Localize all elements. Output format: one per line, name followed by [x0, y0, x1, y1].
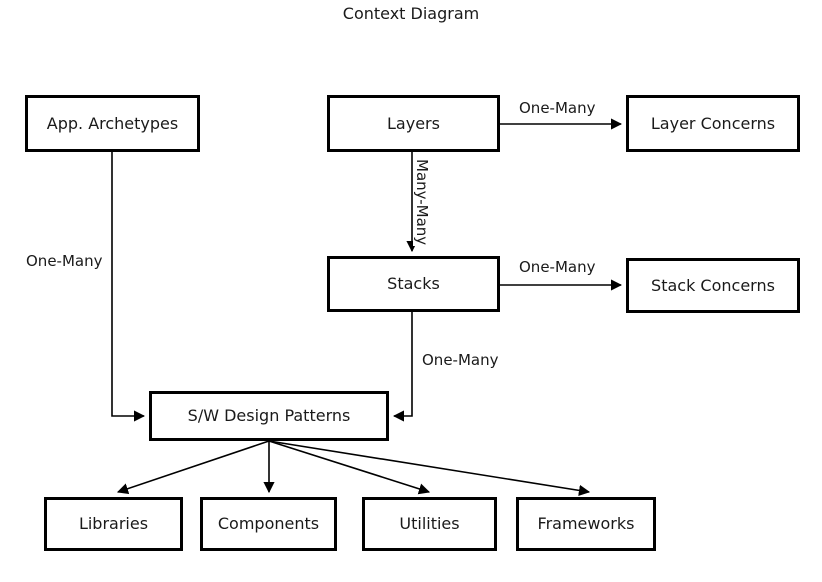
node-label: S/W Design Patterns [187, 406, 351, 426]
node-label: App. Archetypes [46, 113, 179, 133]
node-app-archetypes[interactable]: App. Archetypes [25, 95, 200, 152]
node-label: Stack Concerns [651, 275, 775, 295]
node-label: Frameworks [537, 514, 635, 534]
edge-label-layers-stacks: Many-Many [413, 158, 431, 247]
edge-archetypes-to-patterns [111, 152, 146, 422]
node-libraries[interactable]: Libraries [44, 497, 183, 551]
node-label: Components [217, 514, 320, 534]
node-layer-concerns[interactable]: Layer Concerns [626, 95, 800, 152]
edge-stacks-to-patterns [392, 312, 413, 422]
node-sw-design-patterns[interactable]: S/W Design Patterns [149, 391, 389, 441]
edge-label-stacks-patterns: One-Many [421, 351, 500, 369]
node-label: Layer Concerns [650, 113, 776, 133]
node-stacks[interactable]: Stacks [327, 256, 500, 312]
node-stack-concerns[interactable]: Stack Concerns [626, 258, 800, 313]
node-layers[interactable]: Layers [327, 95, 500, 152]
node-label: Layers [387, 113, 440, 133]
page-title: Context Diagram [342, 4, 480, 23]
node-utilities[interactable]: Utilities [362, 497, 497, 551]
node-label: Utilities [399, 514, 460, 534]
edge-patterns-to-frameworks [268, 440, 591, 496]
edge-label-archetypes-patterns: One-Many [25, 252, 104, 270]
edge-patterns-to-utilities [268, 440, 431, 495]
edge-label-stacks-stack-concerns: One-Many [518, 258, 597, 276]
edge-patterns-to-libraries [116, 440, 270, 495]
node-label: Stacks [387, 274, 440, 294]
node-components[interactable]: Components [200, 497, 337, 551]
node-label: Libraries [78, 514, 149, 534]
node-frameworks[interactable]: Frameworks [516, 497, 656, 551]
edge-label-layers-layer-concerns: One-Many [518, 99, 597, 117]
